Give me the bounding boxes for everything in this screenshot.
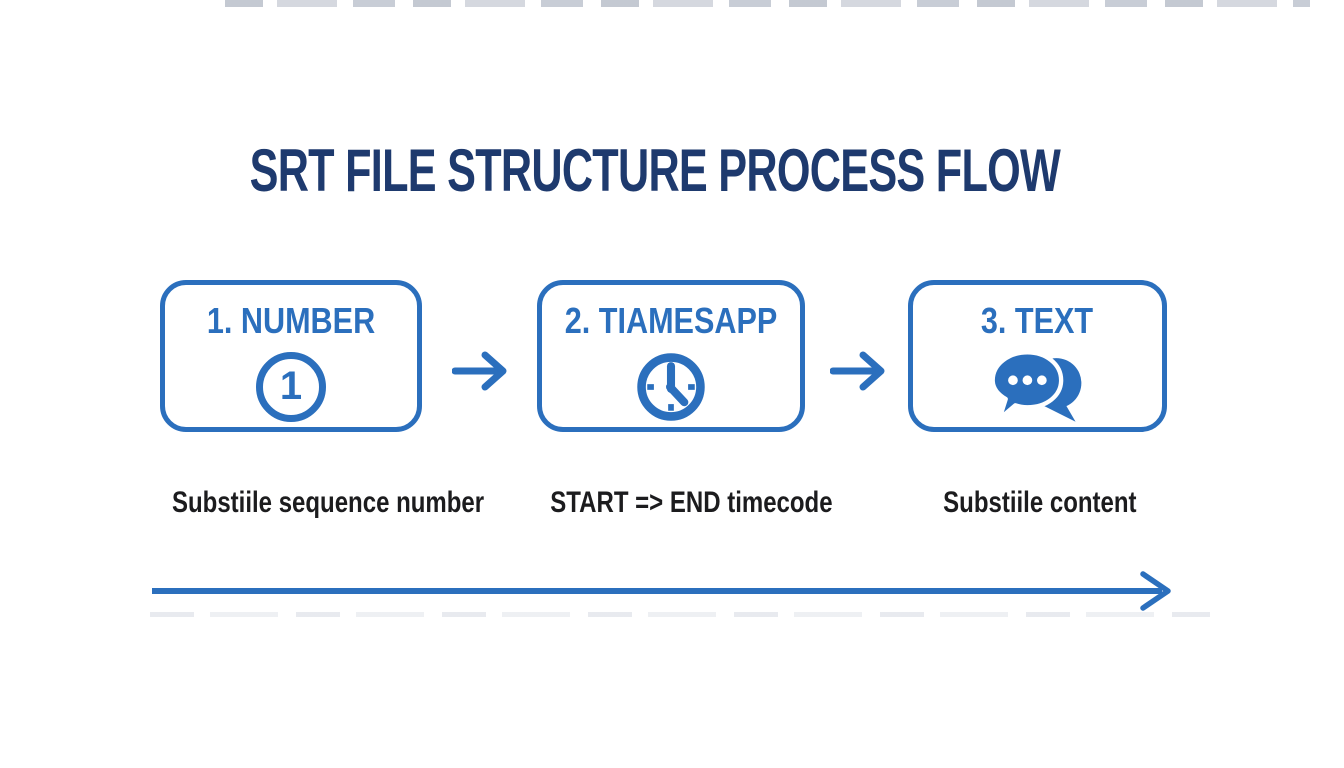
diagram-title: SRT FILE STRUCTURE PROCESS FLOW [249,137,1061,204]
caption-timecode: START => END timecode [515,487,835,519]
caption-text: START => END timecode [550,486,833,519]
step-label: 2. TIAMESAPP [564,300,778,341]
arrow-right-icon [452,351,507,391]
caption-content: Substiile content [880,487,1200,519]
step-label: 1. NUMBER [206,300,376,341]
icon-row: 1 [165,347,417,427]
number-one-circle-icon: 1 [256,352,326,422]
flow-direction-arrow [152,571,1171,611]
step-label-row: 2. TIAMESAPP [542,301,800,341]
arrow-right-icon [830,351,885,391]
caption-text: Substiile content [943,486,1137,519]
step-box-timestamp: 2. TIAMESAPP [537,280,805,432]
icon-row [542,347,800,427]
step-label: 3. TEXT [981,300,1094,341]
bottom-cropped-text-artifact [150,612,1210,617]
title-row: SRT FILE STRUCTURE PROCESS FLOW [0,141,1344,201]
caption-text: Substiile sequence number [172,486,485,519]
step-label-row: 1. NUMBER [165,301,417,341]
chat-bubbles-icon [990,350,1081,422]
step-box-text: 3. TEXT [908,280,1167,432]
top-edge-cropped-text-artifact [225,0,1310,7]
step-label-row: 3. TEXT [913,301,1162,341]
number-glyph: 1 [279,364,303,408]
caption-sequence-number: Substiile sequence number [133,487,484,519]
step-box-number: 1. NUMBER 1 [160,280,422,432]
clock-icon [637,353,705,421]
icon-row [913,347,1162,427]
